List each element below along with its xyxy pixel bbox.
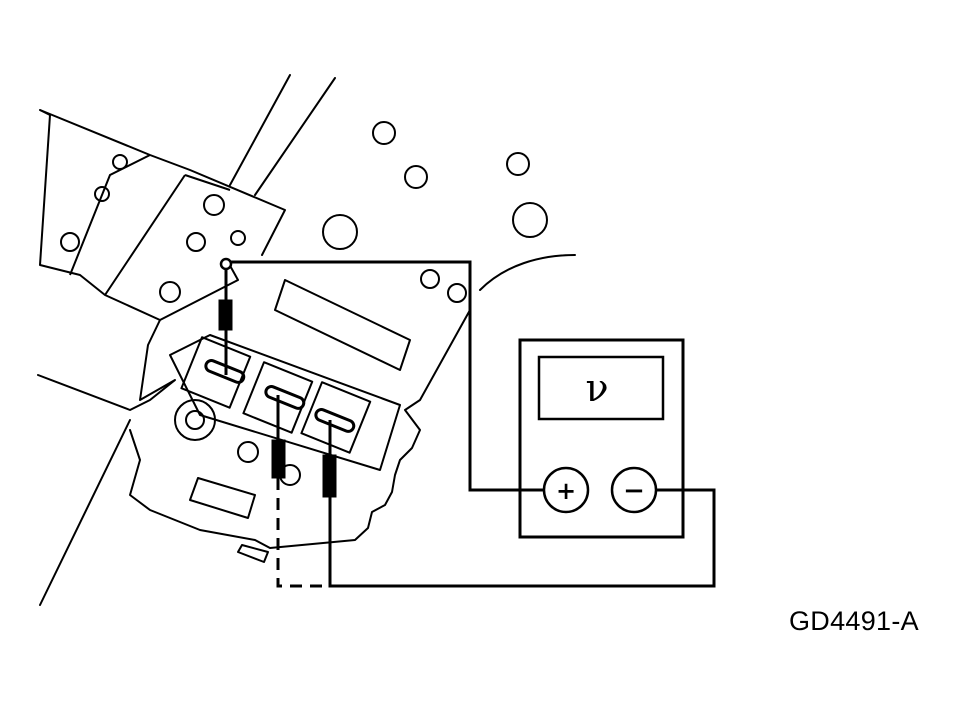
- positive-terminal-label: +: [556, 476, 576, 505]
- panel-holes: [322, 121, 548, 303]
- hidden-leads: [276, 478, 332, 588]
- figure-id-label: GD4491-A: [789, 606, 919, 636]
- negative-terminal-label: −: [623, 476, 645, 506]
- switch-housing: [139, 261, 470, 563]
- voltmeter-icon: ν + −: [518, 338, 685, 539]
- test-probe-icon: [218, 299, 337, 498]
- meter-display: [537, 355, 665, 421]
- meter-display-symbol: ν: [585, 366, 608, 410]
- mounting-panel: [37, 74, 576, 606]
- bracket: [39, 109, 246, 303]
- lead-connection-point: [219, 257, 233, 271]
